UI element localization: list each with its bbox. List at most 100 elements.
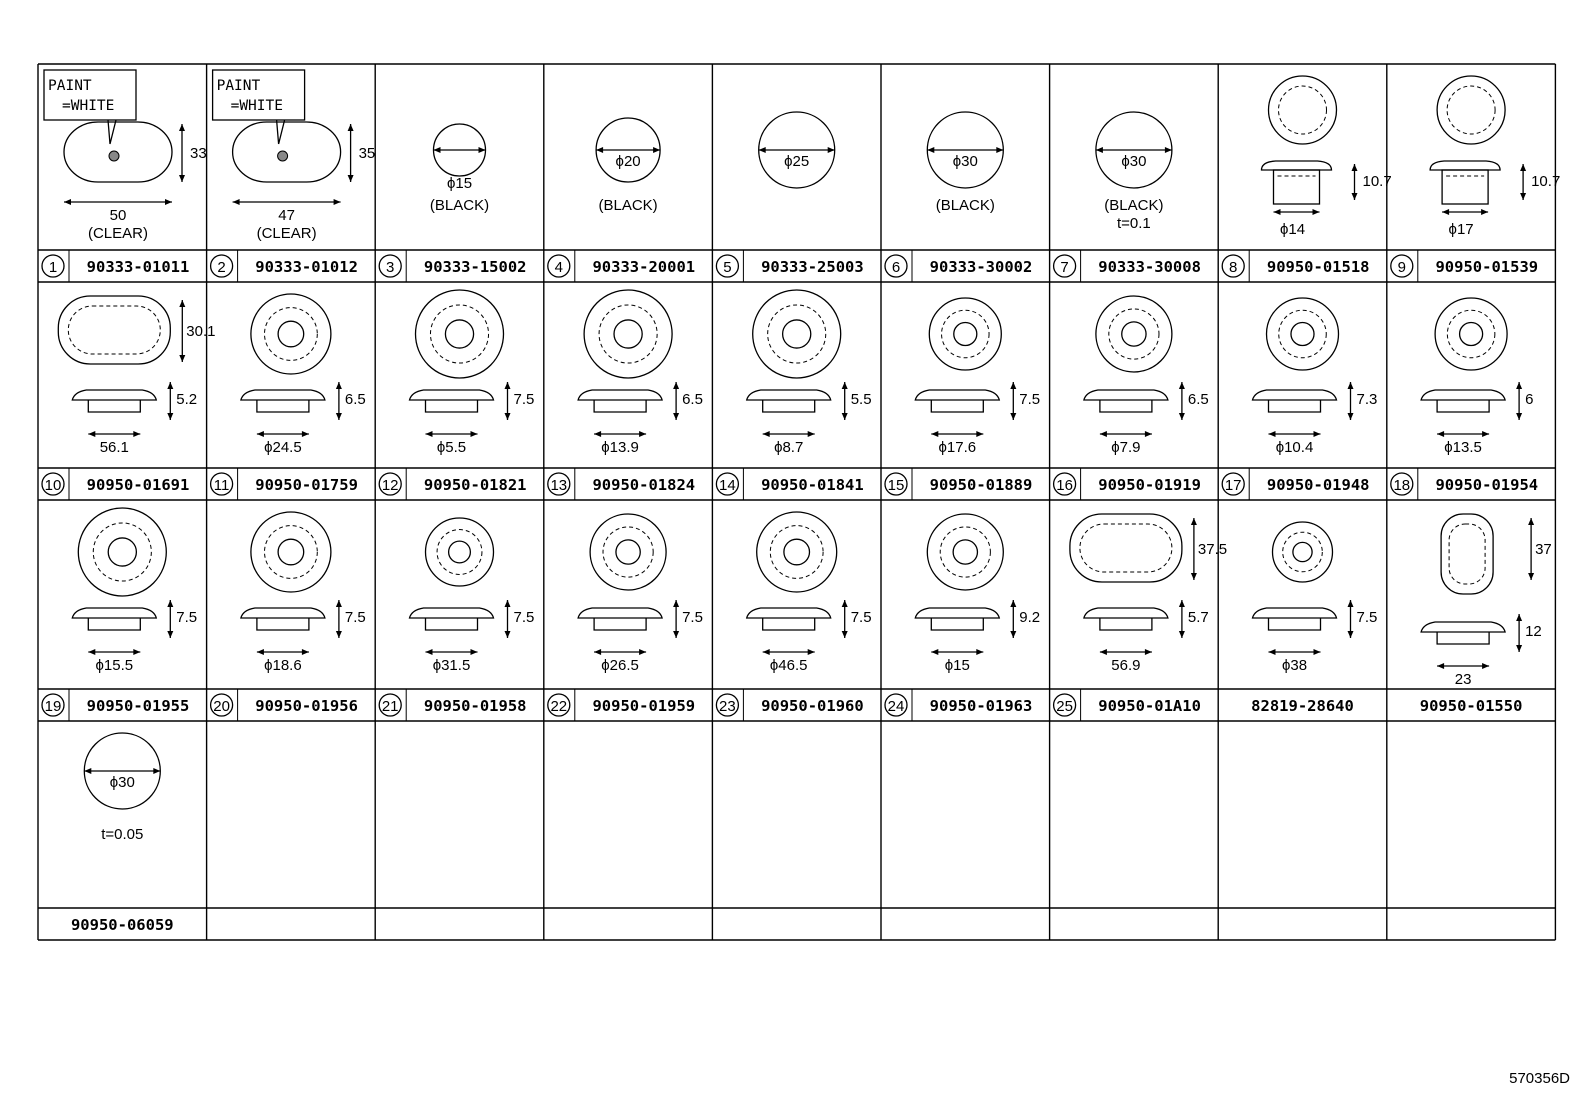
part-number: 82819-28640: [1251, 697, 1354, 715]
grid-lines: [37, 63, 1557, 941]
color-note: (BLACK): [599, 197, 658, 214]
grommet-top-view: [926, 513, 1004, 591]
grommet-top-view: [583, 289, 673, 379]
thickness-note: t=0.05: [101, 826, 143, 843]
grommet-top-view: [1069, 513, 1183, 583]
height-dim: 7.5: [514, 391, 535, 408]
paint-color: =WHITE: [62, 98, 114, 114]
grommet-top-view: [414, 289, 505, 379]
part-number: 90950-01539: [1435, 258, 1538, 276]
height-dim: 33: [190, 145, 207, 162]
grommet-top-view: [752, 289, 842, 379]
index-badge: [41, 693, 65, 717]
plug-top-view: [1436, 75, 1506, 145]
diameter-dim: ϕ15: [447, 175, 472, 192]
index-number: 16: [1056, 477, 1073, 494]
index-badge: [41, 472, 65, 496]
index-badge: [547, 693, 571, 717]
material-note: (CLEAR): [257, 225, 317, 242]
grommet-top-view: [1271, 521, 1334, 583]
grommet-top-view: [756, 511, 838, 593]
index-number: 3: [386, 259, 394, 276]
index-badge: [1052, 693, 1077, 717]
drawing-code: 570356D: [1509, 1070, 1570, 1087]
height-dim: 10.7: [1531, 173, 1560, 190]
part-cell: 3 90333-15002 ϕ15 (BLACK): [378, 123, 527, 282]
height-dim: 6.5: [1188, 391, 1209, 408]
diameter-dim: ϕ25: [784, 153, 809, 170]
index-badge: [209, 254, 234, 278]
width-dim: ϕ13.5: [1444, 439, 1482, 456]
grommet-top-view: [424, 517, 495, 587]
width-dim: ϕ31.5: [433, 657, 471, 674]
height-dim: 9.2: [1019, 609, 1040, 626]
height-dim: 6.5: [682, 391, 703, 408]
index-number: 10: [45, 477, 62, 494]
height-dim: 10.7: [1363, 173, 1392, 190]
index-number: 21: [382, 698, 399, 715]
index-badge: [547, 254, 571, 278]
width-dim: ϕ15.5: [95, 657, 133, 674]
index-badge: [1221, 254, 1245, 278]
index-badge: [884, 254, 908, 278]
index-badge: [1390, 472, 1414, 496]
index-badge: [209, 693, 234, 717]
grommet-top-view: [1434, 297, 1508, 371]
height-dim: 7.5: [851, 609, 872, 626]
grommet-top-view: [57, 295, 171, 365]
index-badge: [1390, 254, 1414, 278]
index-number: 5: [723, 259, 731, 276]
index-badge: [1221, 472, 1245, 496]
length-dim: 37: [1535, 541, 1552, 558]
paint-note-box: [211, 69, 306, 121]
height-dim: 35: [359, 145, 376, 162]
part-number: 90950-01958: [424, 697, 527, 715]
paint-note: PAINT: [217, 78, 261, 94]
width-dim: ϕ18.6: [264, 657, 302, 674]
part-number: 90950-01956: [255, 697, 358, 715]
length-dim: 30.1: [186, 323, 215, 340]
index-badge: [41, 254, 65, 278]
index-number: 19: [45, 698, 62, 715]
part-number: 90950-01824: [592, 476, 695, 494]
width-dim: ϕ10.4: [1276, 439, 1314, 456]
height-dim: 7.5: [345, 609, 366, 626]
index-badge: [378, 254, 402, 278]
width-dim: ϕ15: [945, 657, 970, 674]
width-dim: 47: [278, 207, 295, 224]
width-dim: 56.9: [1111, 657, 1140, 674]
part-number: 90950-01A10: [1098, 697, 1201, 715]
width-dim: ϕ8.7: [774, 439, 803, 456]
diameter-dim: ϕ30: [953, 153, 978, 170]
part-number: 90333-15002: [424, 258, 527, 276]
height-dim: 7.5: [682, 609, 703, 626]
grommet-top-view: [928, 297, 1002, 371]
index-number: 8: [1229, 259, 1237, 276]
height-dim: 6: [1525, 391, 1533, 408]
height-dim: 5.5: [851, 391, 872, 408]
index-number: 24: [888, 698, 905, 715]
part-number: 90950-01960: [761, 697, 864, 715]
oval-sticker: [231, 121, 342, 183]
color-note: (BLACK): [430, 197, 489, 214]
height-dim: 6.5: [345, 391, 366, 408]
part-number: 90333-30008: [1098, 258, 1201, 276]
length-dim: 37.5: [1198, 541, 1227, 558]
part-number: 90950-01518: [1267, 258, 1370, 276]
index-badge: [209, 472, 234, 496]
part-number: 90950-01889: [930, 476, 1033, 494]
part-number: 90333-20001: [592, 258, 695, 276]
width-dim: ϕ5.5: [437, 439, 466, 456]
